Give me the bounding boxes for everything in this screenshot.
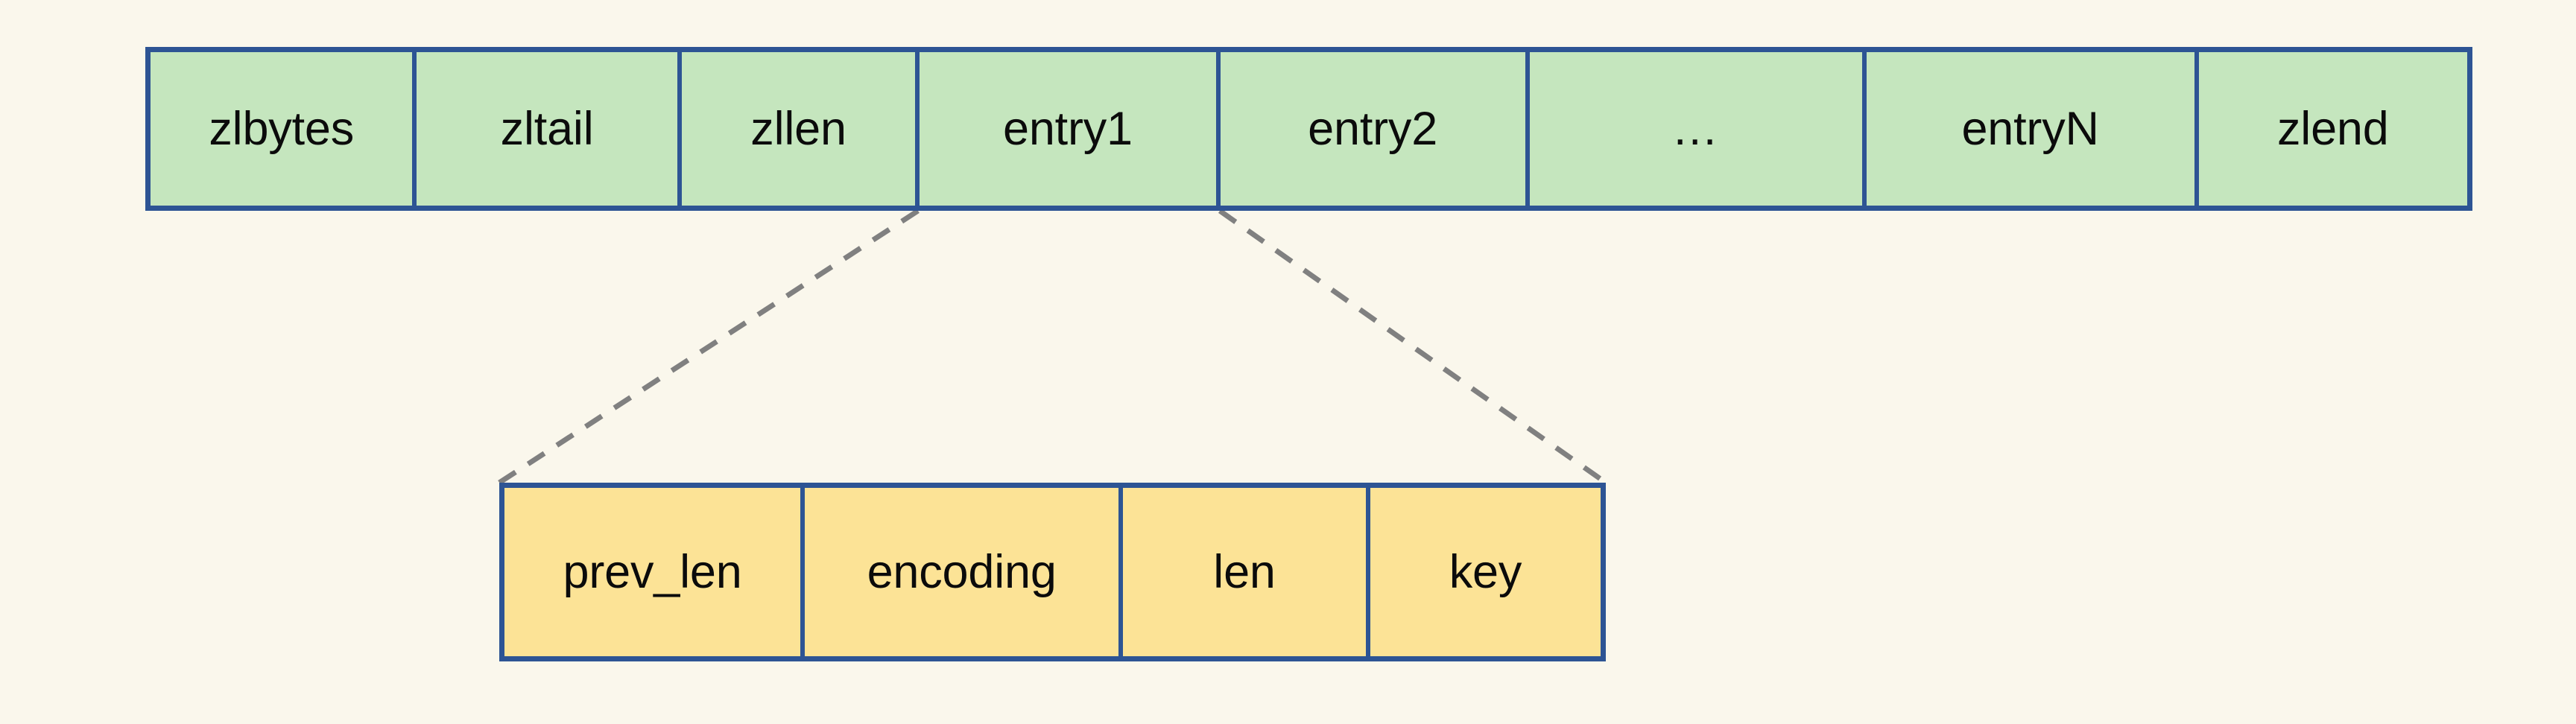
ziplist-cell-zlend: zlend bbox=[2198, 52, 2467, 206]
ziplist-cell-entry1: entry1 bbox=[920, 52, 1221, 206]
entry1-right-expand-line bbox=[1218, 209, 1608, 485]
entry-detail-row: prev_len encoding len key bbox=[499, 483, 1606, 661]
entry-cell-len: len bbox=[1123, 488, 1370, 656]
entry1-left-expand-line bbox=[498, 209, 920, 485]
ziplist-cell-zllen: zllen bbox=[681, 52, 920, 206]
ziplist-row: zlbytes zltail zllen entry1 entry2 … ent… bbox=[145, 47, 2472, 211]
ziplist-cell-zltail: zltail bbox=[417, 52, 682, 206]
ziplist-cell-entry2: entry2 bbox=[1220, 52, 1530, 206]
ziplist-cell-zlbytes: zlbytes bbox=[151, 52, 417, 206]
ziplist-cell-entryn: entryN bbox=[1866, 52, 2199, 206]
entry-cell-prev-len: prev_len bbox=[504, 488, 806, 656]
ziplist-cell-ellipsis: … bbox=[1529, 52, 1867, 206]
entry-cell-encoding: encoding bbox=[805, 488, 1124, 656]
entry-cell-key: key bbox=[1370, 488, 1601, 656]
